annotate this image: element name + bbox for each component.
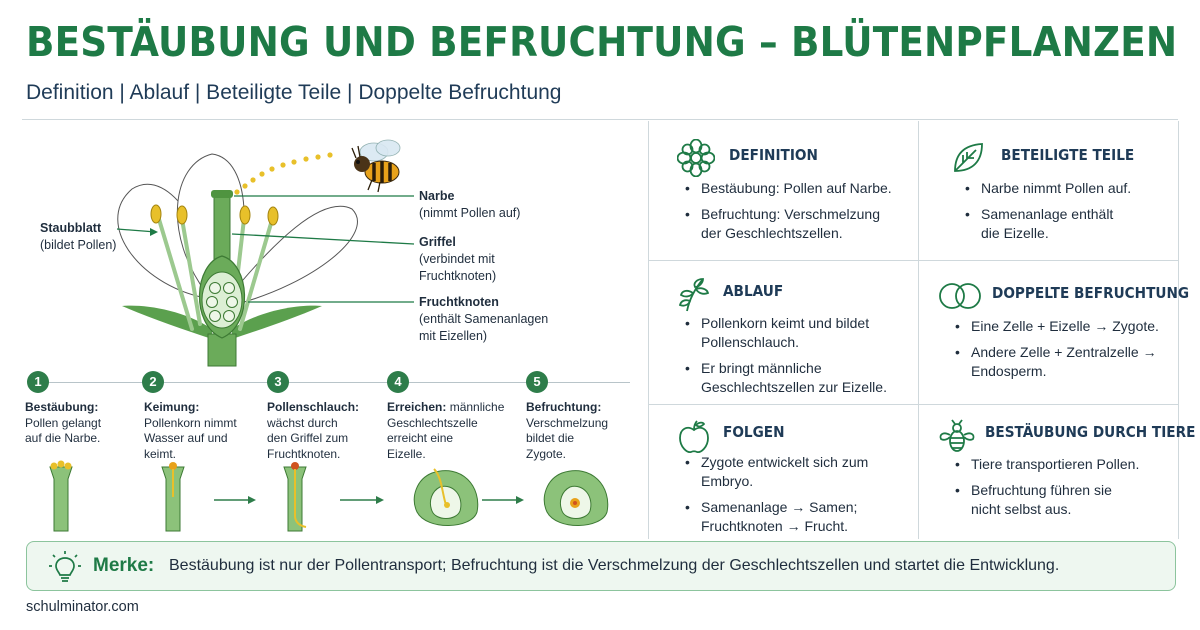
anther — [150, 204, 162, 224]
sepal-left — [122, 305, 212, 339]
label-staubblatt: Staubblatt(bildet Pollen) — [40, 221, 117, 252]
flower-illustration — [116, 139, 415, 367]
merke-label: Merke: — [93, 555, 155, 576]
list-item: Andere Zelle + Zentralzelle → — [953, 343, 1177, 362]
panel-definition-title: DEFINITION — [729, 146, 818, 164]
panel-bestaeubung-tiere: BESTÄUBUNG DURCH TIERE Tiere transportie… — [919, 405, 1195, 539]
step-2-number: 2 — [142, 371, 164, 393]
page-subtitle: Definition | Ablauf | Beteiligte Teile |… — [26, 81, 562, 104]
style — [213, 195, 231, 265]
list-item: Tiere transportieren Pollen. — [953, 455, 1177, 474]
header-divider — [22, 119, 1178, 120]
list-item: Eine Zelle + Eizelle → Zygote. — [953, 317, 1177, 336]
list-item: Er bringt männliche — [683, 359, 913, 378]
bee-icon — [351, 139, 401, 193]
anther — [267, 206, 279, 226]
step-4-ovule — [413, 468, 479, 526]
panel-tiere-list: Tiere transportieren Pollen. Befruchtung… — [953, 455, 1177, 526]
two-circles-icon — [939, 283, 981, 309]
step-2-pistil — [161, 462, 185, 532]
panel-doppelte-befruchtung: DOPPELTE BEFRUCHTUNG Eine Zelle + Eizell… — [919, 261, 1189, 405]
step-5-number: 5 — [526, 371, 548, 393]
panel-ablauf-title: ABLAUF — [723, 282, 784, 300]
panel-teile-title: BETEILIGTE TEILE — [1001, 146, 1135, 164]
stigma — [211, 190, 233, 198]
flower-diagram: Staubblatt(bildet Pollen) Narbe(nimmt Po… — [22, 124, 648, 534]
list-item: Pollenkorn keimt und bildet — [683, 314, 913, 333]
panel-folgen-list: Zygote entwickelt sich zum Embryo. Samen… — [683, 453, 913, 543]
page-title: BESTÄUBUNG UND BEFRUCHTUNG – BLÜTENPFLAN… — [26, 18, 1178, 66]
petal-right — [226, 205, 358, 305]
steps-timeline — [40, 382, 630, 383]
bee-outline-icon — [939, 419, 975, 452]
pollen-trail — [234, 152, 333, 195]
step-3-pistil — [283, 462, 307, 532]
panel-ablauf: ABLAUF Pollenkorn keimt und bildet Polle… — [649, 261, 919, 405]
panel-definition: DEFINITION Bestäubung: Pollen auf Narbe.… — [649, 121, 919, 261]
list-item: Bestäubung: Pollen auf Narbe. — [683, 179, 913, 198]
list-item-continuation: nicht selbst aus. — [971, 501, 1072, 517]
panel-teile-list: Narbe nimmt Pollen auf. Samenanlage enth… — [963, 179, 1173, 250]
info-panel-grid: DEFINITION Bestäubung: Pollen auf Narbe.… — [648, 121, 1195, 539]
panel-doppelt-list: Eine Zelle + Eizelle → Zygote. Andere Ze… — [953, 317, 1177, 388]
panel-definition-list: Bestäubung: Pollen auf Narbe. Befruchtun… — [683, 179, 913, 250]
list-item: Samenanlage → Samen; — [683, 498, 913, 517]
list-item: Befruchtung: Verschmelzung — [683, 205, 913, 224]
list-item-continuation: Fruchtknoten → Frucht. — [701, 518, 849, 534]
list-item-continuation: der Geschlechtszellen. — [701, 225, 843, 241]
step-4-number: 4 — [387, 371, 409, 393]
step-1-pistil — [49, 460, 73, 532]
list-item-continuation: Endosperm. — [971, 363, 1047, 379]
step-1-number: 1 — [27, 371, 49, 393]
panel-folgen-title: FOLGEN — [723, 423, 785, 441]
sprout-icon — [678, 278, 710, 312]
list-item-continuation: die Eizelle. — [981, 225, 1049, 241]
panel-doppelt-title: DOPPELTE BEFRUCHTUNG — [992, 284, 1190, 302]
stem — [207, 333, 237, 367]
apple-icon — [679, 420, 709, 453]
panel-beteiligte-teile: BETEILIGTE TEILE Narbe nimmt Pollen auf.… — [919, 121, 1179, 261]
panel-folgen: FOLGEN Zygote entwickelt sich zum Embryo… — [649, 405, 919, 539]
list-item: Zygote entwickelt sich zum — [683, 453, 913, 472]
sepal-right — [232, 305, 322, 339]
panel-ablauf-list: Pollenkorn keimt und bildet Pollenschlau… — [683, 314, 913, 404]
leaf-icon — [954, 143, 983, 172]
list-item: Befruchtung führen sie — [953, 481, 1177, 500]
merke-box: Merke: Bestäubung ist nur der Pollentran… — [26, 541, 1176, 591]
lightbulb-icon — [49, 551, 81, 582]
anther — [176, 205, 188, 225]
list-item-continuation: Embryo. — [701, 473, 754, 489]
footer-source: schulminator.com — [26, 599, 139, 615]
panel-tiere-title: BESTÄUBUNG DURCH TIERE — [985, 423, 1196, 441]
list-item: Samenanlage enthält — [963, 205, 1173, 224]
merke-text: Bestäubung ist nur der Pollentransport; … — [169, 557, 1060, 574]
step-5-ovule — [543, 470, 609, 526]
label-narbe: Narbe(nimmt Pollen auf) — [419, 189, 521, 220]
list-item: Narbe nimmt Pollen auf. — [963, 179, 1173, 198]
flower-icon — [677, 139, 715, 177]
step-illustrations — [49, 460, 609, 532]
list-item-continuation: Pollenschlauch. — [701, 334, 800, 350]
step-3-number: 3 — [267, 371, 289, 393]
list-item-continuation: Geschlechtszellen zur Eizelle. — [701, 379, 887, 395]
anther — [239, 205, 251, 225]
